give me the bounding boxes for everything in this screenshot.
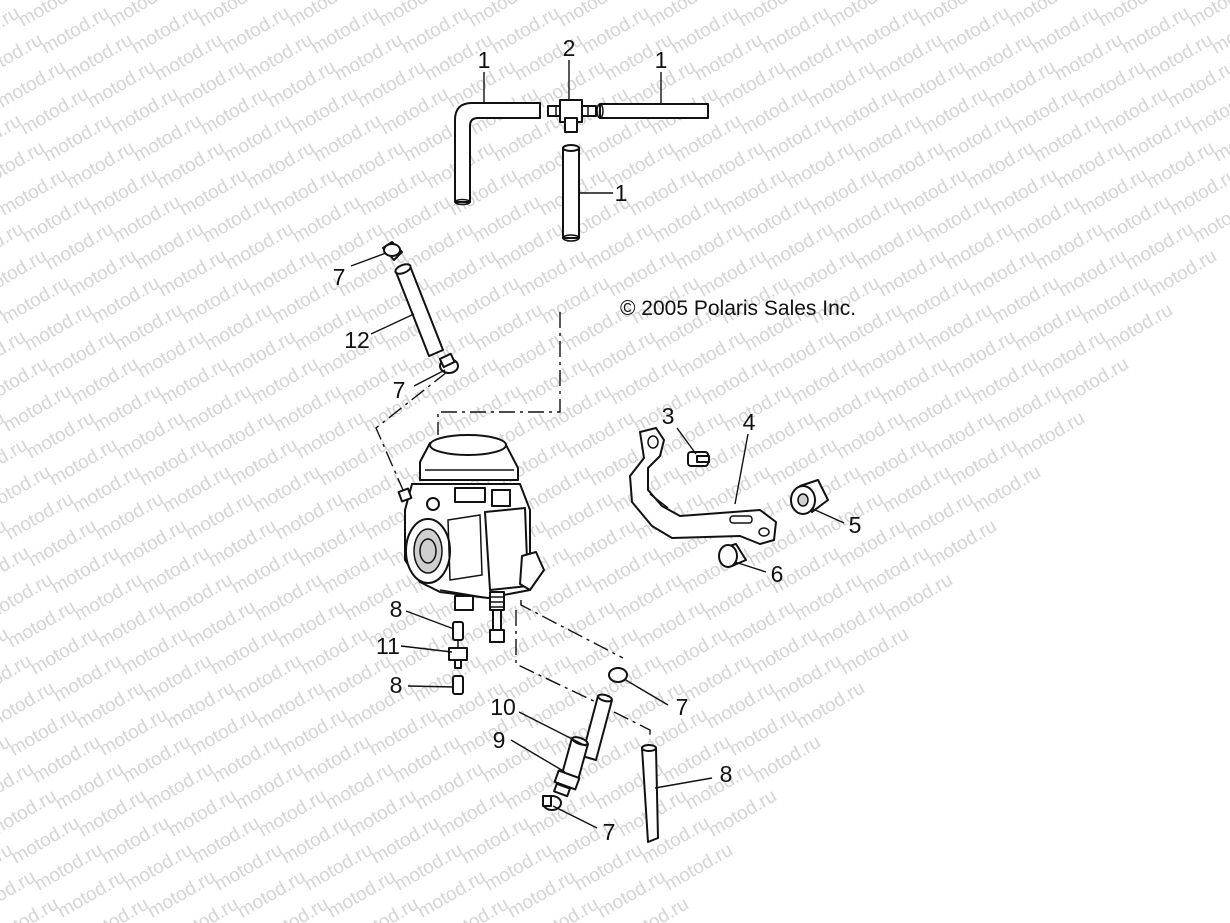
callout-9: 9 (493, 727, 506, 753)
callout-12: 12 (344, 327, 370, 353)
tee-fitting (547, 99, 597, 133)
callout-numbers: 1 2 1 1 7 12 7 3 4 5 6 8 11 8 10 7 9 8 7 (333, 35, 862, 845)
callout-4: 4 (743, 409, 756, 435)
vent-hose-vertical (562, 144, 580, 242)
callout-7c: 7 (676, 694, 689, 720)
callout-6: 6 (771, 561, 784, 587)
callout-10: 10 (490, 694, 516, 720)
callout-2: 2 (563, 35, 576, 61)
callout-7a: 7 (333, 264, 346, 290)
callout-5: 5 (849, 512, 862, 538)
callout-8c: 8 (720, 761, 733, 787)
callout-1a: 1 (478, 47, 491, 73)
bushing-5 (790, 479, 829, 515)
callout-8a: 8 (390, 596, 403, 622)
callout-7b: 7 (393, 377, 406, 403)
bolt-3 (687, 451, 710, 467)
carburetor (397, 434, 545, 643)
vent-hose-straight-right (596, 103, 709, 119)
bolt-6 (718, 543, 747, 568)
drain-hose-right (641, 744, 659, 843)
callout-11: 11 (376, 633, 400, 659)
callout-8b: 8 (390, 672, 403, 698)
lower-hoses (542, 667, 628, 811)
callout-1c: 1 (615, 180, 628, 206)
watermark-text: motod.ru (1185, 0, 1230, 31)
copyright-text: © 2005 Polaris Sales Inc. (620, 297, 856, 320)
callout-1b: 1 (655, 47, 668, 73)
vent-hose-elbow (454, 102, 541, 206)
drain-fittings-left (448, 621, 468, 695)
bracket-4 (629, 427, 777, 545)
leader-lines (350, 60, 845, 829)
assembly-lines (375, 312, 651, 740)
callout-7d: 7 (603, 819, 616, 845)
callout-3: 3 (662, 403, 675, 429)
